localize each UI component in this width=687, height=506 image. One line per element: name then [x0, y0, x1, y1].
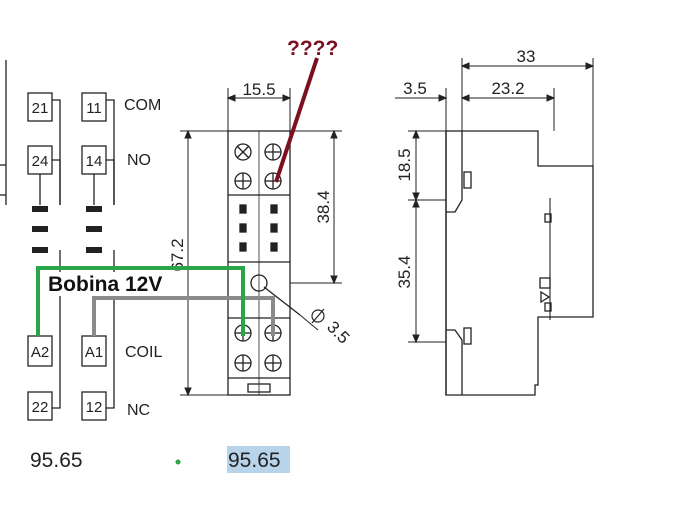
diameter-icon	[311, 308, 325, 324]
coil-label: COIL	[125, 344, 162, 361]
dim-hole-diameter: 3.5	[323, 317, 353, 347]
nc-label: NC	[127, 402, 150, 419]
coil-note-backdrop	[46, 272, 180, 296]
terminal-11-box	[81, 92, 107, 122]
dim-total-height: 67.2	[168, 238, 187, 271]
terminal-12-label: 12	[86, 399, 103, 416]
caption-highlight	[227, 446, 290, 473]
dim-side-total: 33	[517, 47, 536, 66]
screw-terminals	[234, 143, 282, 372]
caption-right: 95.65	[228, 449, 281, 472]
green-wire	[36, 266, 245, 336]
contact-schematic	[0, 60, 115, 421]
dim-side-lower: 35.4	[395, 255, 414, 288]
front-dimensions	[180, 88, 342, 397]
terminal-21-label: 21	[32, 100, 49, 117]
socket-front-view	[227, 130, 301, 396]
dim-top-width: 15.5	[242, 80, 275, 99]
terminal-24-label: 24	[32, 153, 49, 170]
terminal-22-box	[27, 391, 53, 421]
question-annotation: ????	[287, 37, 338, 60]
terminal-a2-label: A2	[31, 344, 49, 361]
terminal-12-box	[81, 391, 107, 421]
side-dimensions	[395, 58, 595, 344]
socket-side-view	[445, 130, 594, 396]
dim-side-upper: 18.5	[395, 148, 414, 181]
no-label: NO	[127, 152, 151, 169]
terminal-21-box	[27, 92, 53, 122]
dot-marker	[175, 459, 181, 465]
com-label: COM	[124, 97, 161, 114]
dim-height-upper: 38.4	[314, 190, 333, 223]
dim-side-mid: 23.2	[491, 79, 524, 98]
terminal-22-label: 22	[32, 399, 49, 416]
gray-wire	[92, 296, 275, 336]
terminal-14-label: 14	[86, 153, 103, 170]
terminal-11-label: 11	[86, 100, 102, 117]
coil-note: Bobina 12V	[48, 273, 162, 296]
dim-side-left: 3.5	[403, 79, 427, 98]
question-pointer-line	[274, 57, 319, 183]
terminal-labels: 21 11 24 14 A2 A1 22 12 COM NO COIL NC	[31, 97, 163, 419]
terminal-a1-label: A1	[85, 344, 103, 361]
caption-left: 95.65	[30, 449, 83, 472]
contact-dashes	[32, 206, 102, 253]
